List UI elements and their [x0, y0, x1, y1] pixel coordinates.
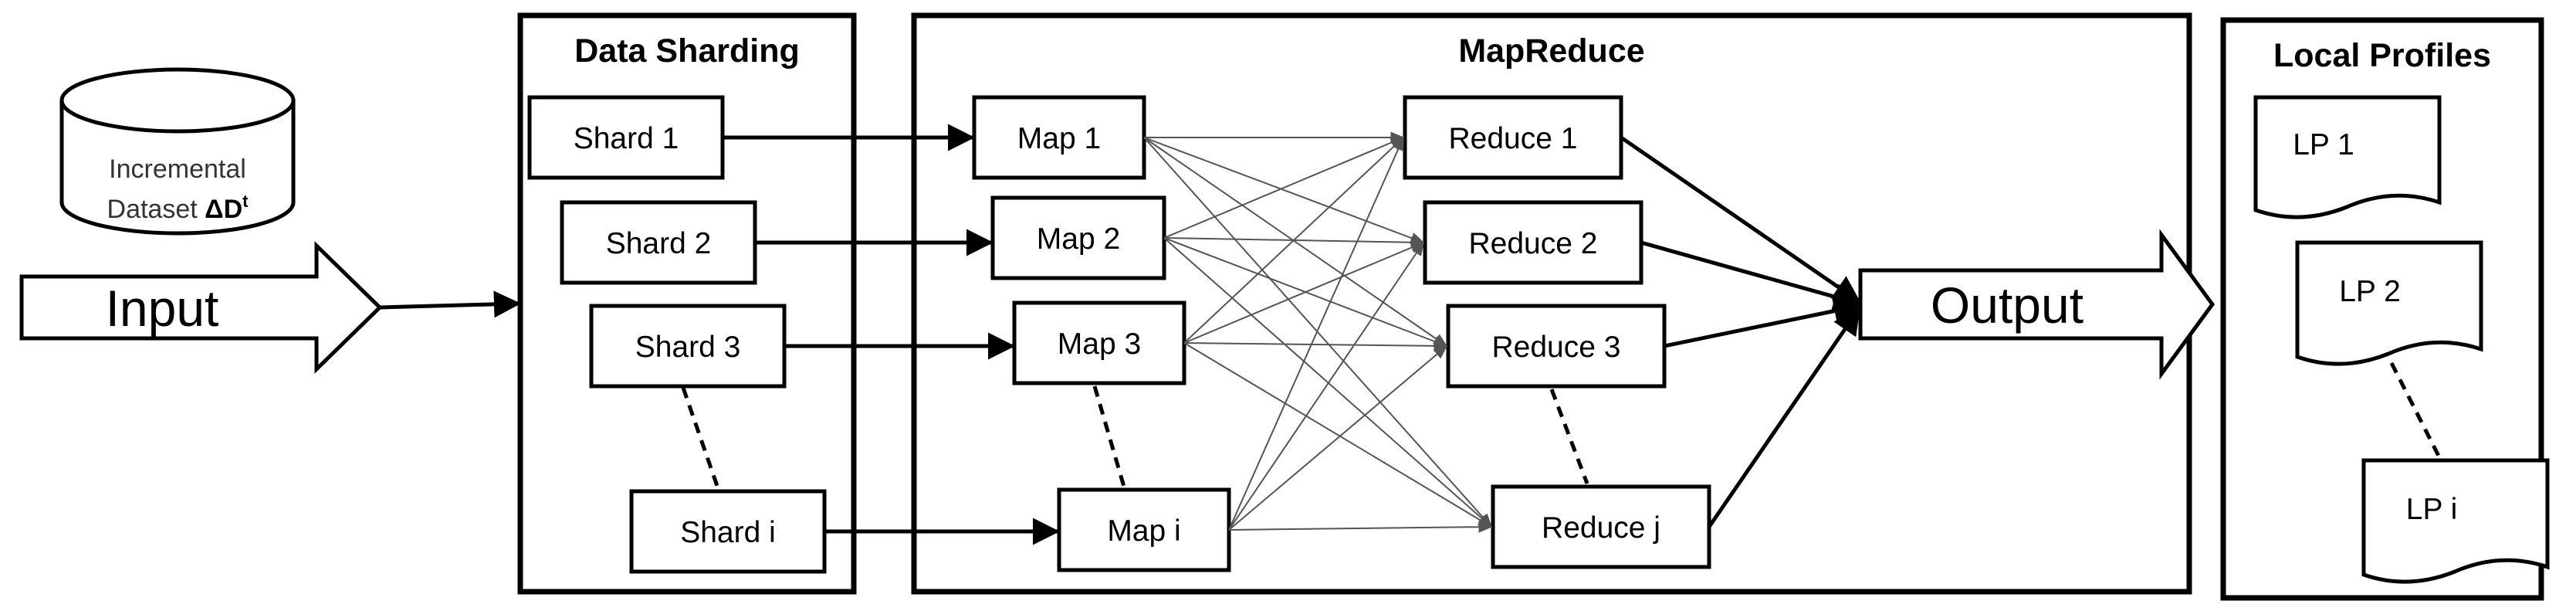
map-3-label: Map 3 — [1058, 328, 1141, 361]
reduce-2-label: Reduce 2 — [1469, 227, 1598, 260]
lp-1-document: LP 1 — [2253, 95, 2442, 219]
shard-2-label: Shard 2 — [606, 227, 712, 260]
dataset-label-line1: Incremental — [109, 154, 246, 184]
mapreduce-title: MapReduce — [1458, 32, 1644, 70]
shard-i-label: Shard i — [680, 516, 776, 549]
incremental-dataset-cylinder: Incremental Dataset ΔDt — [59, 67, 296, 236]
map-i-label: Map i — [1107, 514, 1180, 548]
map-to-reduce-connections — [1143, 131, 1493, 533]
dataset-label-line2: Dataset ΔDt — [107, 192, 249, 224]
map-1-label: Map 1 — [1017, 122, 1101, 155]
input-label: Input — [106, 280, 219, 337]
reduce-ellipsis-dash — [1549, 389, 1589, 484]
data-sharding-title: Data Sharding — [574, 32, 800, 70]
lp-i-document: LP i — [2361, 458, 2550, 584]
reduce-2-box — [1423, 200, 1643, 285]
lp-2-document: LP 2 — [2295, 240, 2483, 366]
local-profiles-title: Local Profiles — [2273, 37, 2491, 74]
shard-2-box — [560, 200, 757, 285]
shard-3-label: Shard 3 — [635, 331, 741, 364]
shard-1-label: Shard 1 — [574, 122, 679, 155]
lp-i-label: LP i — [2406, 493, 2458, 526]
shard-i-box — [629, 489, 827, 574]
output-arrow: Output — [1858, 229, 2215, 380]
reduce-1-box — [1403, 95, 1623, 180]
reduce3-to-output-arrow — [1664, 297, 1861, 348]
reducej-to-output-arrow — [1707, 307, 1861, 528]
reduce-j-label: Reduce j — [1542, 511, 1660, 545]
reduce-3-box — [1446, 304, 1667, 389]
reduce-3-label: Reduce 3 — [1492, 331, 1621, 364]
output-label: Output — [1931, 277, 2083, 334]
reduce1-to-output-arrow — [1620, 135, 1861, 304]
input-connector — [379, 290, 521, 318]
lp-2-label: LP 2 — [2339, 275, 2401, 308]
lp-1-label: LP 1 — [2293, 128, 2354, 161]
input-arrow: Input — [19, 241, 383, 374]
shard-3-box — [589, 304, 787, 389]
reduce2-to-output-arrow — [1640, 240, 1861, 311]
reduce-1-label: Reduce 1 — [1449, 122, 1578, 155]
map-2-label: Map 2 — [1037, 222, 1120, 256]
